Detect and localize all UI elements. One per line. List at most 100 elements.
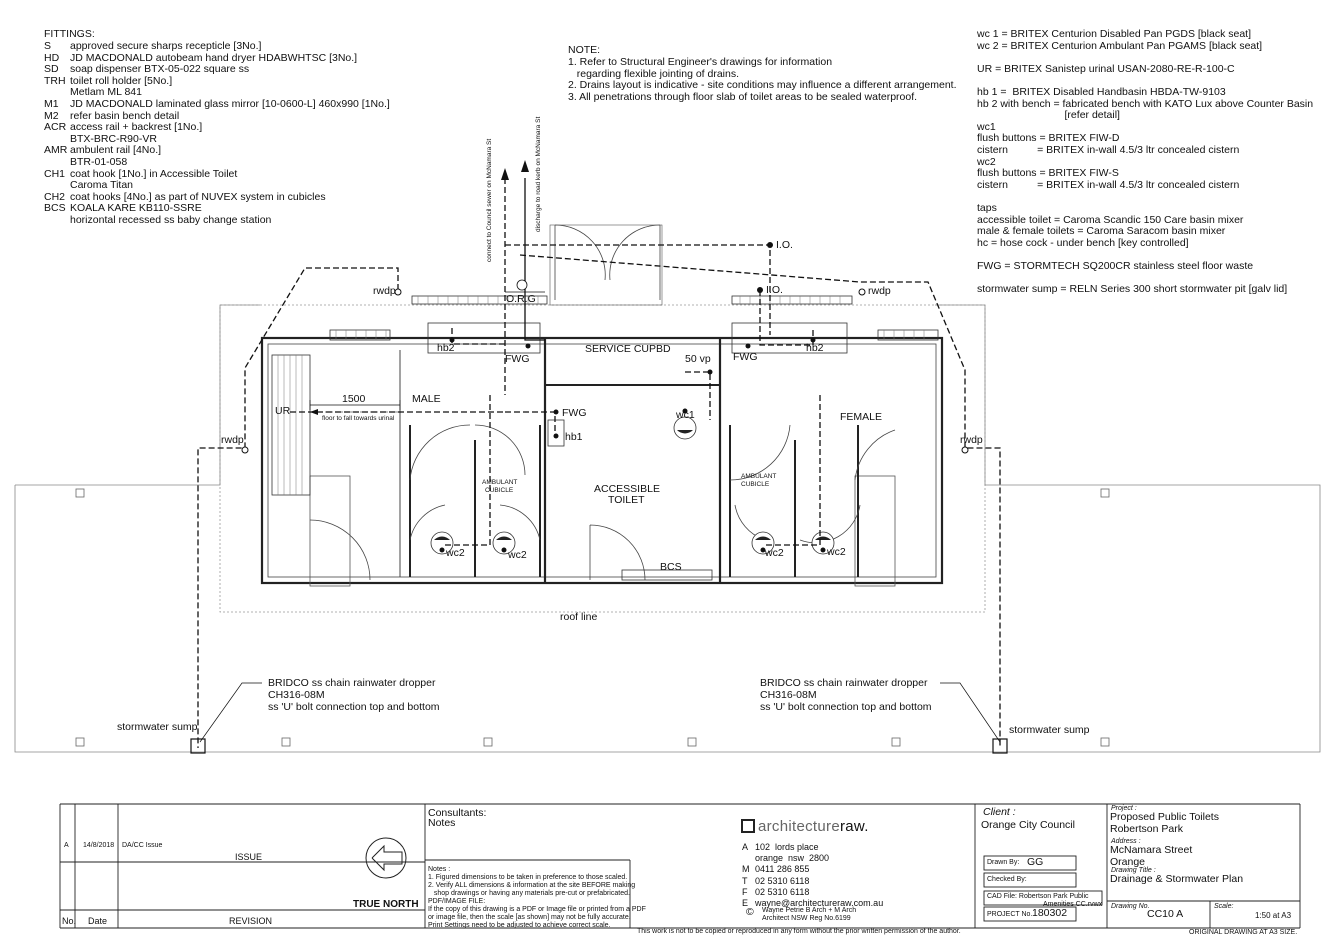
ambulant-label-r: AMBULANT	[741, 473, 776, 480]
title-note-line: or image file, then the scale [as shown]…	[428, 914, 631, 921]
fitting-desc: KOALA KARE KB110-SSRE	[70, 202, 202, 215]
copyright-note: This work is not to be copied or reprodu…	[637, 928, 961, 935]
fitting-desc: refer basin bench detail	[70, 109, 180, 122]
firm-address-key: E	[742, 898, 749, 909]
drawing-title-value: Drainage & Stormwater Plan	[1110, 873, 1244, 885]
firm-address-key: T	[742, 875, 748, 886]
hb1-label: hb1	[565, 431, 583, 443]
rwdp-label-r: rwdp	[960, 434, 983, 446]
fitting-item: horizontal recessed ss baby change stati…	[44, 213, 390, 227]
note-line: 2. Drains layout is indicative - site co…	[568, 79, 957, 92]
sewer-label: connect to Council sewer on McNamara St	[486, 139, 493, 262]
hb2-label-l: hb2	[437, 342, 455, 354]
fitting-desc: BTX-BRC-R90-VR	[70, 132, 157, 145]
wc2-pan	[492, 531, 516, 555]
title-note-line: 1. Figured dimensions to be taken in pre…	[428, 874, 628, 881]
spec-line: cistern = BRITEX in-wall 4.5/3 ltr conce…	[977, 143, 1240, 156]
note-line: 1. Refer to Structural Engineer's drawin…	[568, 56, 833, 68]
fitting-code: BCS	[44, 202, 66, 215]
rev-letter: A	[64, 842, 69, 849]
architect-line-1: Wayne Petrie B Arch + M Arch	[762, 907, 857, 914]
rwdp-label-tl: rwdp	[373, 285, 396, 297]
drawn-by-value: GG	[1027, 856, 1044, 868]
spec-line: wc1	[977, 120, 996, 133]
pavement-outline-left	[15, 304, 260, 486]
vp-label: 50 vp	[685, 353, 711, 365]
title-note-line: Print Settings need to be adjusted to ac…	[428, 922, 611, 929]
fitting-desc: Caroma Titan	[70, 179, 134, 192]
title-note-line: If the copy of this drawing is a PDF or …	[428, 906, 646, 913]
firm-address-value: 02 5310 6118	[755, 886, 810, 897]
roof-line-label: roof line	[560, 611, 598, 623]
bench-right	[731, 295, 853, 305]
spec-line: accessible toilet = Caroma Scandic 150 C…	[977, 213, 1244, 226]
fitting-desc: JD MACDONALD autobeam hand dryer HDABWHT…	[70, 51, 358, 64]
wing-left	[309, 475, 351, 587]
wc2-pan	[751, 531, 775, 555]
fwg-label-1: FWG	[505, 353, 530, 365]
sump-label-left: stormwater sump	[117, 721, 198, 733]
fwg-label-2: FWG	[733, 351, 758, 363]
bcs-label: BCS	[660, 561, 682, 573]
project-label: Project :	[1111, 805, 1137, 812]
note-list: 1. Refer to Structural Engineer's drawin…	[568, 56, 957, 103]
wc2-label-1: wc2	[445, 547, 465, 559]
title-note-line: 2. Verify ALL dimensions & information a…	[428, 882, 636, 889]
spec-line: cistern = BRITEX in-wall 4.5/3 ltr conce…	[977, 178, 1240, 191]
urinal	[271, 354, 311, 496]
bridco-left-1: BRIDCO ss chain rainwater dropper	[268, 677, 436, 689]
address-line-2: Orange	[1110, 856, 1146, 868]
firm-address-line: orange nsw 2800	[742, 853, 883, 864]
sump-label-right: stormwater sump	[1009, 724, 1090, 736]
male-label: MALE	[412, 393, 441, 405]
io-label-2: I.O.	[766, 284, 783, 296]
spec-line: hb 2 with bench = fabricated bench with …	[977, 97, 1314, 110]
ur-label: UR	[275, 405, 291, 417]
firm-address-line: T 02 5310 6118	[742, 876, 883, 887]
fwg-label-3: FWG	[562, 407, 587, 419]
pavement-outline	[14, 304, 1321, 753]
wc2-label-3: wc2	[764, 547, 784, 559]
spec-line: [refer detail]	[977, 109, 1120, 122]
north-arrow	[365, 837, 407, 879]
fitting-code: ACR	[44, 121, 67, 134]
toilet-label: TOILET	[608, 494, 645, 506]
bridco-right-3: ss 'U' bolt connection top and bottom	[760, 701, 932, 713]
sewer-line-hb1	[505, 411, 556, 437]
spec-line: hc = hose cock - under bench [key contro…	[977, 236, 1189, 249]
fitting-code: M1	[44, 97, 59, 110]
drawn-by-label: Drawn By:	[987, 859, 1020, 866]
bridco-right-1: BRIDCO ss chain rainwater dropper	[760, 677, 928, 689]
wc1-label: wc1	[675, 409, 695, 421]
fitting-item: BTX-BRC-R90-VR	[44, 132, 390, 146]
firm-address-key: M	[742, 864, 750, 875]
hb2-label-r: hb2	[806, 342, 824, 354]
fitting-desc: toilet roll holder [5No.]	[70, 74, 173, 87]
fitting-desc: access rail + backrest [1No.]	[70, 121, 203, 134]
fitting-item: BTR-01-058	[44, 156, 390, 169]
drawing-no-label: Drawing No.	[1111, 903, 1150, 910]
fitting-desc: horizontal recessed ss baby change stati…	[70, 213, 272, 226]
note-line: regarding flexible jointing of drains.	[568, 67, 740, 80]
wc2-pan	[811, 531, 835, 555]
spec-line: male & female toilets = Caroma Saracom b…	[977, 225, 1226, 238]
title-note-line: shop drawings or having any materials pr…	[428, 890, 630, 897]
service-cupbd-label: SERVICE CUPBD	[585, 343, 671, 355]
spec-line: flush buttons = BRITEX FIW-S	[977, 167, 1119, 180]
rwdp-label-tr: rwdp	[868, 285, 891, 297]
firm-address-value: 02 5310 6118	[755, 875, 810, 886]
fitting-item: BCS KOALA KARE KB110-SSRE	[44, 203, 390, 215]
specs-list: wc 1 = BRITEX Centurion Disabled Pan PGD…	[977, 28, 1314, 296]
spec-line: flush buttons = BRITEX FIW-D	[977, 132, 1120, 145]
fitting-code: S	[44, 40, 52, 52]
org-label: O.R.G	[506, 293, 536, 305]
stormwater-sump-left	[190, 738, 206, 754]
